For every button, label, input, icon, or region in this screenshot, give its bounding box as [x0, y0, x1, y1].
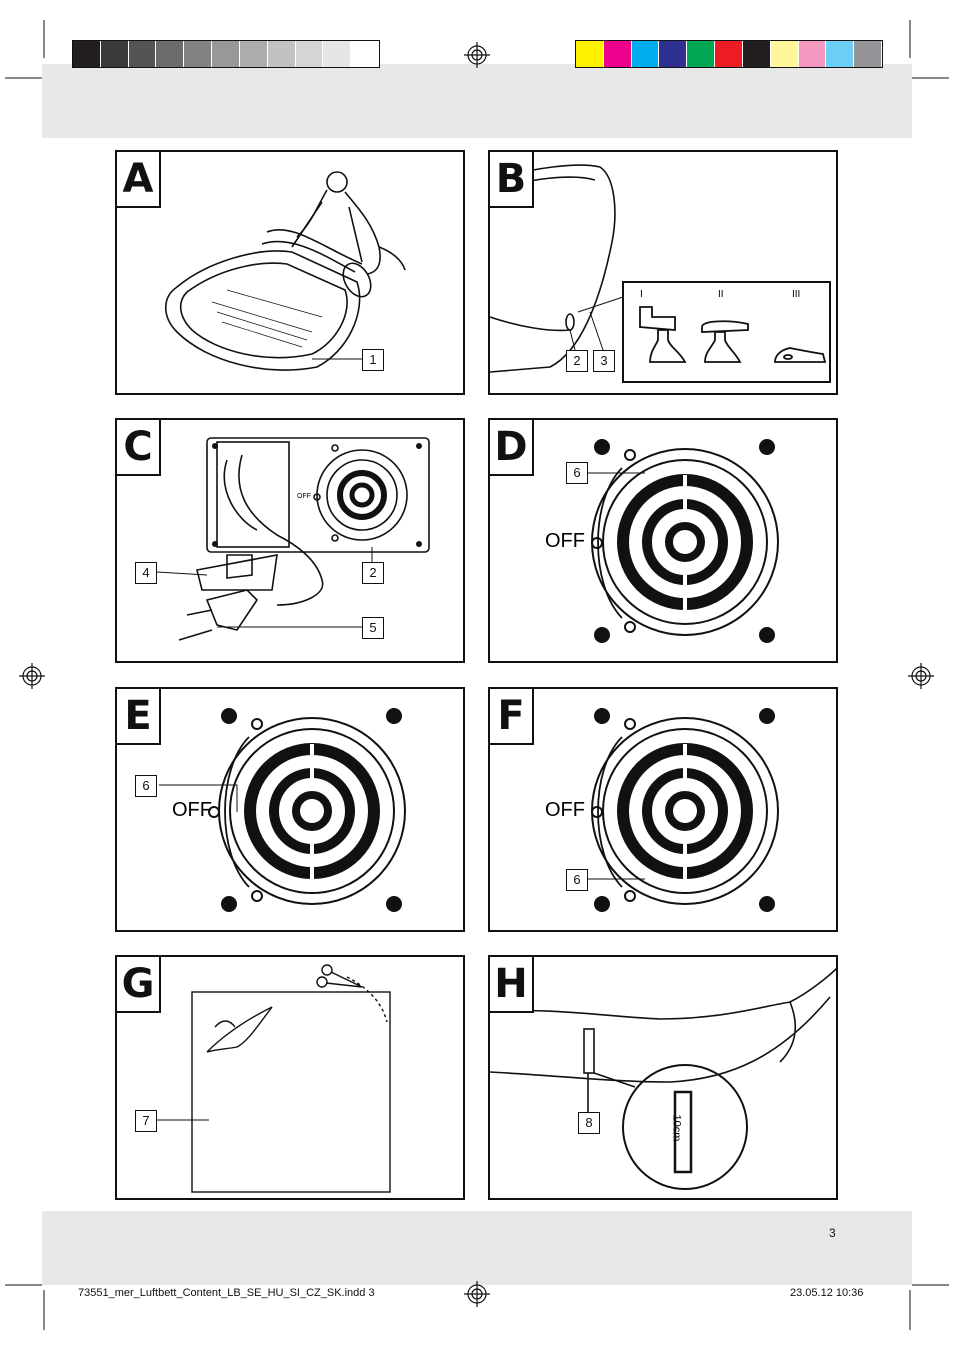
panel-g: G 7	[115, 955, 465, 1200]
panel-f: F OFF 6	[488, 687, 838, 932]
panel-c-label: C	[117, 420, 161, 476]
callout-6: 6	[566, 869, 588, 891]
color-swatch	[687, 41, 716, 67]
callout-2: 2	[362, 562, 384, 584]
valve-position-II: II	[718, 289, 724, 300]
color-swatch	[659, 41, 688, 67]
callout-5: 5	[362, 617, 384, 639]
pump-dial-inflate-illustration	[587, 439, 779, 643]
off-label: OFF	[545, 799, 585, 821]
callout-6: 6	[566, 462, 588, 484]
gray-swatch	[156, 41, 185, 67]
panel-a-label: A	[117, 152, 161, 208]
color-swatch	[631, 41, 660, 67]
panel-d: D OFF 6	[488, 418, 838, 663]
off-label: OFF	[172, 799, 212, 821]
callout-4: 4	[135, 562, 157, 584]
panel-e: E OFF 6	[115, 687, 465, 932]
callout-1: 1	[362, 349, 384, 371]
color-swatch	[826, 41, 855, 67]
gray-swatch	[128, 41, 157, 67]
panel-g-label: G	[117, 957, 161, 1013]
color-swatch	[603, 41, 632, 67]
panel-c: C OFF 4 2 5	[115, 418, 465, 663]
callout-8: 8	[578, 1112, 600, 1134]
footer-timestamp: 23.05.12 10:36	[790, 1287, 864, 1299]
gray-swatch	[100, 41, 129, 67]
callout-7: 7	[135, 1110, 157, 1132]
color-swatch	[798, 41, 827, 67]
gray-swatch	[295, 41, 324, 67]
gray-swatch	[184, 41, 213, 67]
pump-dial-deflate-illustration	[587, 708, 779, 912]
header-band	[42, 64, 912, 138]
gray-swatch	[73, 41, 101, 67]
callout-2: 2	[566, 350, 588, 372]
gray-swatch	[239, 41, 268, 67]
panel-h-label: H	[490, 957, 534, 1013]
panel-a: A 1	[115, 150, 465, 395]
airbed-valve-illustration	[490, 164, 831, 383]
color-swatch	[715, 41, 743, 67]
color-swatch	[576, 41, 604, 67]
panel-b-label: B	[490, 152, 534, 208]
pump-dial-off-illustration	[159, 708, 406, 912]
panel-b: B I II III 2 3	[488, 150, 838, 395]
airbed-rolling-illustration	[164, 171, 406, 371]
callout-3: 3	[593, 350, 615, 372]
gray-swatch	[323, 41, 352, 67]
panel-d-label: D	[490, 420, 534, 476]
callout-6: 6	[135, 775, 157, 797]
gray-swatch	[351, 41, 379, 67]
panel-f-label: F	[490, 689, 534, 745]
footer-filename: 73551_mer_Luftbett_Content_LB_SE_HU_SI_C…	[78, 1287, 375, 1299]
color-swatch	[742, 41, 771, 67]
off-label: OFF	[545, 530, 585, 552]
panel-e-label: E	[117, 689, 161, 745]
gray-swatch	[212, 41, 240, 67]
gray-swatch	[267, 41, 296, 67]
patch-application-illustration	[490, 967, 836, 1190]
pump-compartment-illustration	[156, 437, 430, 641]
color-swatch	[770, 41, 799, 67]
valve-position-III: III	[792, 289, 801, 300]
panel-h: H 10cm 8	[488, 955, 838, 1200]
valve-position-I: I	[640, 289, 643, 300]
grayscale-color-bar	[72, 40, 380, 68]
footer-band	[42, 1211, 912, 1285]
page-number: 3	[829, 1226, 836, 1240]
ruler-label: 10cm	[670, 1114, 683, 1142]
process-color-bar	[575, 40, 883, 68]
repair-patch-illustration	[157, 964, 391, 1193]
off-label: OFF	[297, 493, 311, 500]
color-swatch	[854, 41, 882, 67]
